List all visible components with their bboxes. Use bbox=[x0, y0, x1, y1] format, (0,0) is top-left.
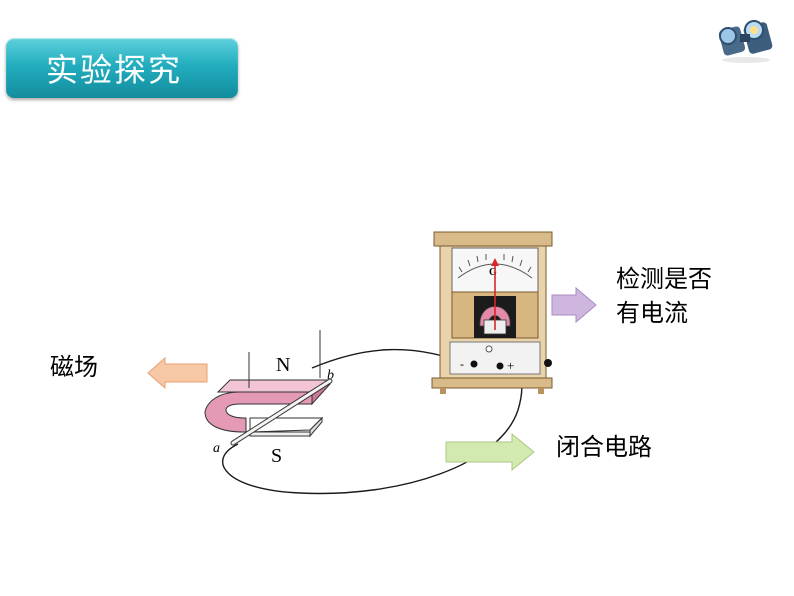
meter-symbol: G bbox=[489, 267, 497, 278]
conductor-rod bbox=[230, 378, 333, 446]
magnetic-field-label: 磁场 bbox=[50, 353, 98, 381]
title-text: 实验探究 bbox=[46, 51, 183, 89]
pole-s-label: S bbox=[271, 445, 282, 467]
pole-n-label: N bbox=[276, 354, 290, 376]
rod-end-a-label: a bbox=[213, 441, 220, 456]
terminal-minus: - bbox=[460, 357, 464, 371]
arrow-right-green-icon bbox=[445, 432, 535, 472]
detect-current-label-line2: 有电流 bbox=[616, 299, 688, 327]
binoculars-icon bbox=[718, 20, 773, 63]
horseshoe-magnet bbox=[204, 379, 332, 438]
terminal-plus: + bbox=[507, 358, 514, 373]
closed-circuit-label: 闭合电路 bbox=[556, 433, 652, 461]
arrow-right-purple-icon bbox=[551, 286, 597, 324]
rod-end-b-label: b bbox=[327, 368, 334, 383]
galvanometer: G - + bbox=[431, 231, 553, 394]
arrow-left-icon bbox=[147, 356, 208, 390]
title-banner: 实验探究 bbox=[6, 38, 238, 98]
detect-current-label-line1: 检测是否 bbox=[616, 265, 712, 293]
